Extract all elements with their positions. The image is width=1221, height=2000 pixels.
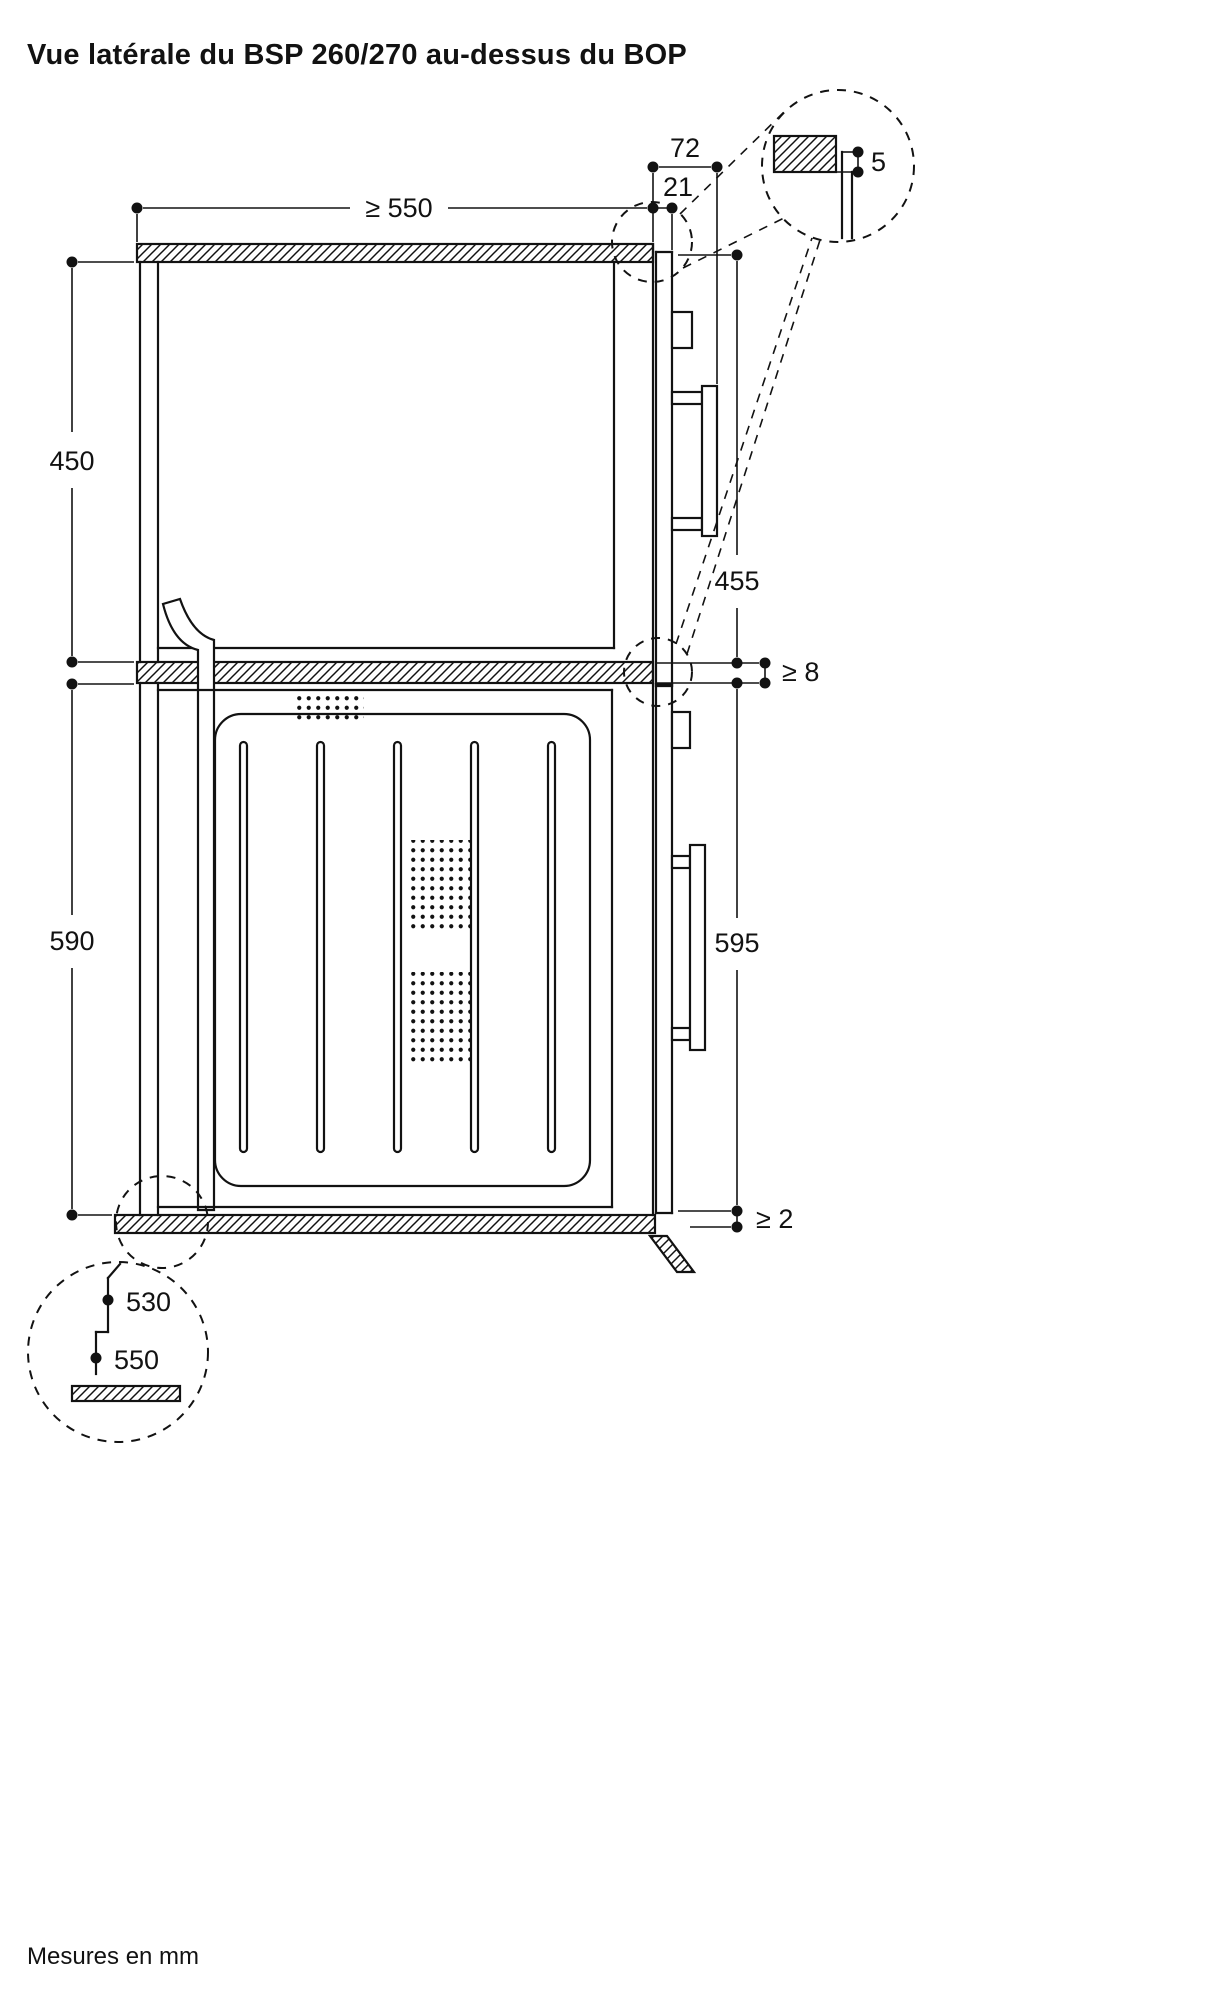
bop-side-panel: [213, 712, 592, 1188]
power-cord-conduit: [161, 597, 216, 1212]
detail-floor-section: [70, 1384, 182, 1403]
dim-lower-appliance-height: 595: [714, 928, 759, 958]
page-title: Vue latérale du BSP 260/270 au-dessus du…: [27, 39, 687, 71]
detail-bottom-content: 530 550: [70, 1262, 182, 1403]
detail-top-content: 5: [772, 134, 886, 240]
bop-handle-bar: [688, 843, 707, 1052]
bop-handle-stub-top: [670, 854, 692, 870]
bsp-door-group: [654, 250, 719, 688]
floor-section: [113, 1213, 657, 1235]
dim-niche-width: ≥ 550: [365, 193, 432, 223]
dim-recess-530: 530: [126, 1287, 171, 1317]
bop-vent-slot: [546, 740, 557, 1154]
bsp-handle-stub-top: [670, 390, 704, 406]
detail-marker-door-bottom: [623, 637, 693, 707]
lower-appliance-bop: [156, 682, 707, 1274]
detail-counter-section: [772, 134, 838, 174]
detail-marker-door-top: [611, 201, 693, 283]
detail-bottom: 530 550: [27, 1175, 209, 1443]
dim-front-depth-72: 72: [670, 133, 700, 163]
dimensions-left: 450 590: [49, 256, 134, 1221]
bop-handle-stub-bottom: [670, 1026, 692, 1042]
dim-floor-gap: ≥ 2: [756, 1204, 793, 1234]
bop-vent-slot: [392, 740, 403, 1154]
dim-front-depth-21: 21: [663, 172, 693, 202]
cabinet-frame: [113, 242, 657, 1235]
dim-top-gap: 5: [871, 147, 886, 177]
bop-vent-slot: [315, 740, 326, 1154]
bop-vent-slot: [238, 740, 249, 1154]
dim-shelf-gap: ≥ 8: [782, 657, 819, 687]
detail-top: 5: [611, 89, 915, 707]
bsp-handle-stub-bottom: [670, 516, 704, 532]
bop-side-vent-holes-upper: [408, 840, 470, 932]
counter-top-section: [135, 242, 655, 264]
dim-lower-niche-height: 590: [49, 926, 94, 956]
detail-view-circle-top: [761, 89, 915, 243]
dim-upper-niche-height: 450: [49, 446, 94, 476]
bop-control-knob: [670, 710, 692, 750]
bop-top-vent-holes: [294, 690, 364, 720]
dim-recess-550: 550: [114, 1345, 159, 1375]
detail-marker-plinth: [115, 1175, 209, 1269]
detail-view-circle-bottom: [27, 1261, 209, 1443]
dimensions-right: 455 595 ≥ 8 ≥ 2: [655, 249, 819, 1234]
bop-door-bottom-flap: [647, 1234, 697, 1274]
upper-appliance-bsp: [156, 260, 616, 650]
bop-vent-slot: [469, 740, 480, 1154]
bsp-handle-bar: [700, 384, 719, 538]
dim-upper-appliance-height: 455: [714, 566, 759, 596]
units-note: Mesures en mm: [27, 1943, 199, 1970]
bsp-control-knob: [670, 310, 694, 350]
dimensions-top: ≥ 550 72 21: [131, 133, 723, 384]
bop-side-vent-holes-lower: [408, 972, 470, 1062]
